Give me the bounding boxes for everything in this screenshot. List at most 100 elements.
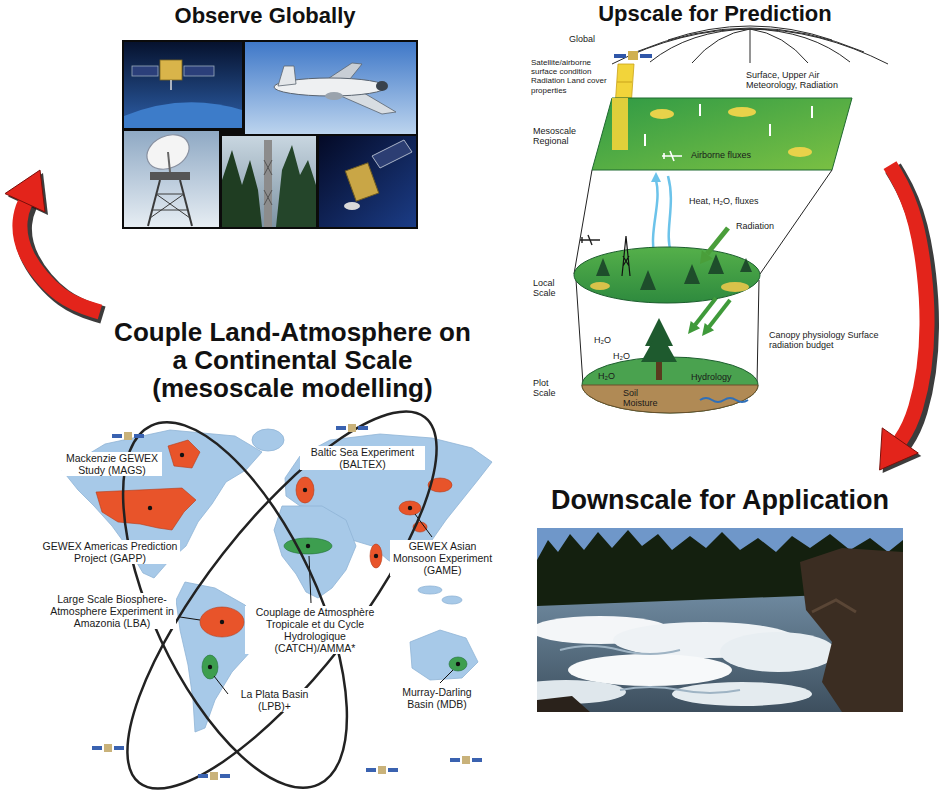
aircraft-photo-part	[376, 81, 388, 91]
local-scale-disc-part	[640, 270, 656, 290]
satellite-photo-part	[132, 66, 158, 76]
orbiting-satellites-part	[336, 424, 368, 432]
local-scale-disc-part	[596, 258, 610, 276]
canopy-radiation-arrows-part	[709, 300, 730, 327]
orbiting-satellites-part-part	[112, 434, 122, 438]
stage-panel: Downscale for Application	[530, 470, 910, 715]
mesoscale-plane-part	[592, 98, 852, 170]
local-scale-disc	[574, 236, 760, 303]
mesoscale-plane-part	[811, 106, 813, 118]
aircraft-icon	[580, 235, 600, 245]
mesoscale-plane-part	[728, 107, 756, 117]
orbiting-satellites-part-part	[92, 746, 102, 750]
scale-cone-lines-part	[757, 280, 759, 384]
mesoscale-plane-part	[699, 104, 701, 116]
arrowhead	[880, 428, 919, 470]
heat-flux-arrows-part	[668, 176, 671, 252]
satellite-orbits-part	[80, 371, 484, 797]
plot-scale-disc-part	[700, 398, 748, 402]
satellite-photo-part	[184, 66, 214, 76]
region-label: GEWEX Asian Monsoon Experiment (GAME)	[390, 540, 495, 576]
region-label: GEWEX Americas Prediction Project (GAPP)	[40, 540, 180, 564]
orbiting-satellites-part-part	[450, 758, 460, 762]
canopy-radiation-arrows	[688, 298, 730, 336]
region-dots-part	[220, 620, 224, 624]
local-scale-disc-part	[590, 282, 610, 290]
process-note: Hydrology	[690, 372, 742, 382]
radar-tower-photo-part	[156, 194, 190, 218]
satellite-photo-part	[170, 80, 172, 90]
observation-photo-collage	[122, 40, 418, 229]
study-regions-green-part	[202, 655, 218, 679]
study-regions-green-part	[284, 538, 332, 554]
river-photo-part	[537, 696, 590, 712]
orbiting-satellites-part-part	[462, 756, 470, 764]
radar-tower-photo-part	[180, 180, 192, 226]
mesoscale-plane	[592, 98, 852, 170]
scale-cone-lines-part	[574, 170, 592, 274]
continents-part	[410, 630, 478, 680]
orbiting-satellites-part-part	[114, 746, 124, 750]
region-label: Couplage de Atmosphère Tropicale et du C…	[245, 606, 385, 654]
mesoscale-plane-part	[662, 151, 682, 161]
sensor-note: Satellite/airborne surface condition Rad…	[530, 58, 608, 95]
region-label: Baltic Sea Experiment (BALTEX)	[300, 446, 425, 470]
radar-tower-photo-part	[150, 172, 190, 180]
cycle-arrow-group	[880, 165, 930, 473]
globe-grid-part	[750, 29, 808, 63]
water-label: H₂O	[593, 335, 617, 345]
mesoscale-plane-part	[650, 109, 674, 119]
radar-tower-photo-part	[168, 152, 170, 172]
orbiting-satellites-part-part	[336, 426, 346, 430]
satellite-photo-part	[319, 136, 416, 227]
flux-tower-photo-part	[276, 145, 316, 227]
region-dots-part	[306, 544, 310, 548]
world-map	[62, 371, 492, 797]
sensor-beam-part	[617, 82, 632, 83]
stage-heading: Observe Globally	[175, 4, 356, 28]
continents-part	[442, 596, 462, 604]
mesoscale-plane-part	[769, 124, 771, 136]
flux-tower-photo-part	[222, 136, 316, 227]
study-regions-orange-part	[399, 501, 421, 515]
river-photo-part	[720, 632, 836, 672]
orbiting-satellites-part-part	[348, 424, 356, 432]
leader-lines-part	[440, 670, 453, 683]
satellite-icon-part	[614, 54, 626, 58]
region-label: Murray-Darling Basin (MDB)	[392, 686, 482, 710]
cycle-arrow	[20, 199, 100, 312]
scale-label: Global	[568, 34, 608, 44]
region-dots-part	[374, 554, 378, 558]
local-scale-disc-part	[740, 258, 752, 272]
flux-note: Airborne fluxes	[690, 150, 770, 160]
globe-grid	[612, 26, 888, 64]
globe-grid-part	[612, 29, 888, 64]
radiation-arrow-part	[700, 250, 713, 264]
radiation-arrow	[700, 228, 728, 264]
plot-scale-disc-part	[582, 385, 758, 413]
satellite-photo-part	[344, 202, 360, 210]
scale-cone-lines	[574, 170, 832, 384]
leader-lines-part	[415, 514, 432, 537]
orbiting-satellites-part-part	[220, 774, 230, 778]
continents-part	[418, 586, 442, 594]
orbiting-satellites-part-part	[472, 758, 482, 762]
region-dots-part	[456, 662, 460, 666]
aircraft-icon-part	[580, 235, 600, 245]
orbiting-satellites-part-part	[378, 766, 386, 774]
sensor-note: Surface, Upper Air Meteorology, Radiatio…	[745, 70, 863, 91]
globe-grid-part	[750, 29, 751, 63]
process-note: Canopy physiology Surface radiation budg…	[768, 330, 888, 351]
plot-scale-disc-part	[641, 330, 677, 362]
flux-tower-photo-part	[264, 190, 272, 205]
radar-tower-photo-part	[156, 194, 184, 195]
region-label: La Plata Basin (LPB)+	[232, 688, 317, 712]
scale-label: Mesoscale Regional	[532, 126, 588, 147]
river-photo-part	[800, 548, 903, 712]
satellite-photo-part	[124, 102, 242, 128]
orbiting-satellites-part-part	[104, 744, 112, 752]
orbiting-satellites-part	[450, 756, 482, 764]
flux-tower-photo-part	[264, 190, 272, 205]
